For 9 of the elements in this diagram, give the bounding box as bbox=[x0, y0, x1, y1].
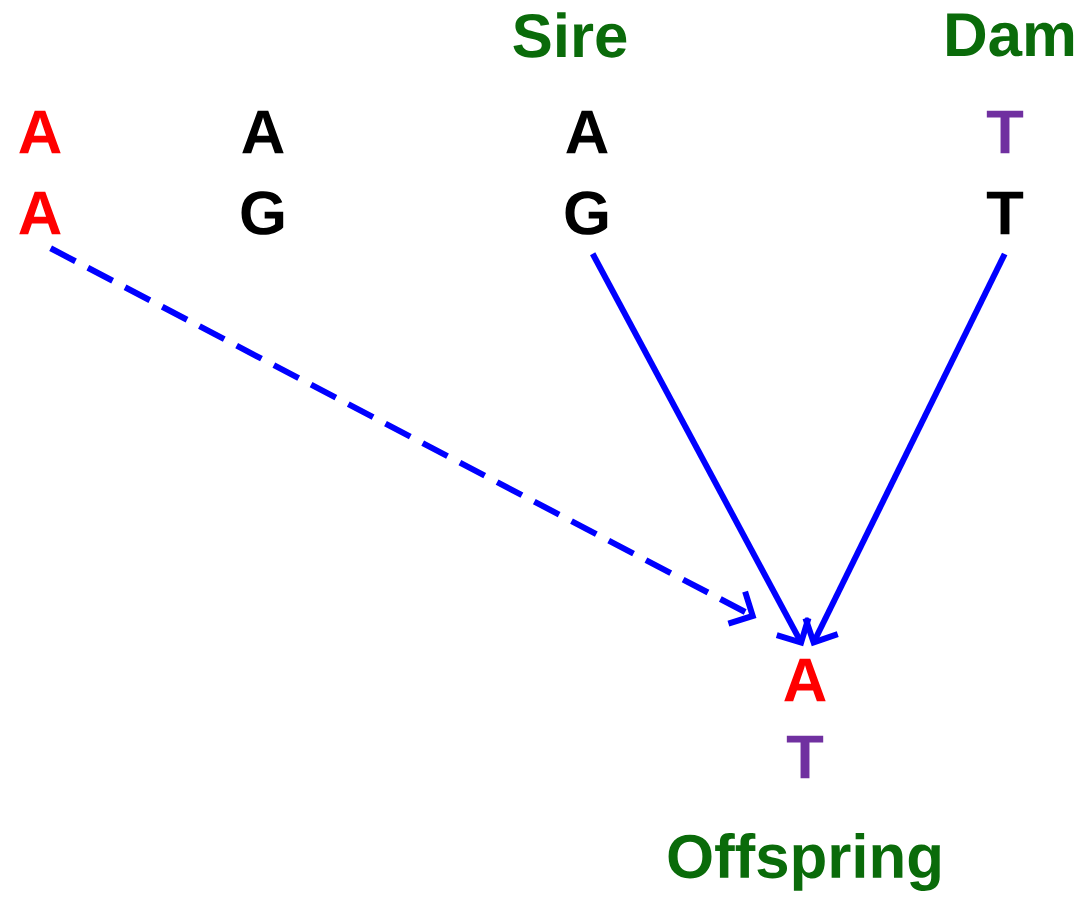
arrow bbox=[49, 245, 757, 627]
letter-stack: Sire A G bbox=[513, 12, 627, 235]
letter-stack: A A bbox=[19, 110, 61, 235]
letter: A bbox=[242, 110, 284, 154]
arrow bbox=[590, 252, 812, 647]
arrow bbox=[802, 252, 1008, 647]
letter: G bbox=[241, 191, 284, 235]
letter-stack: Dam T T bbox=[947, 13, 1074, 235]
letter-stack: A T Offspring bbox=[668, 658, 940, 891]
